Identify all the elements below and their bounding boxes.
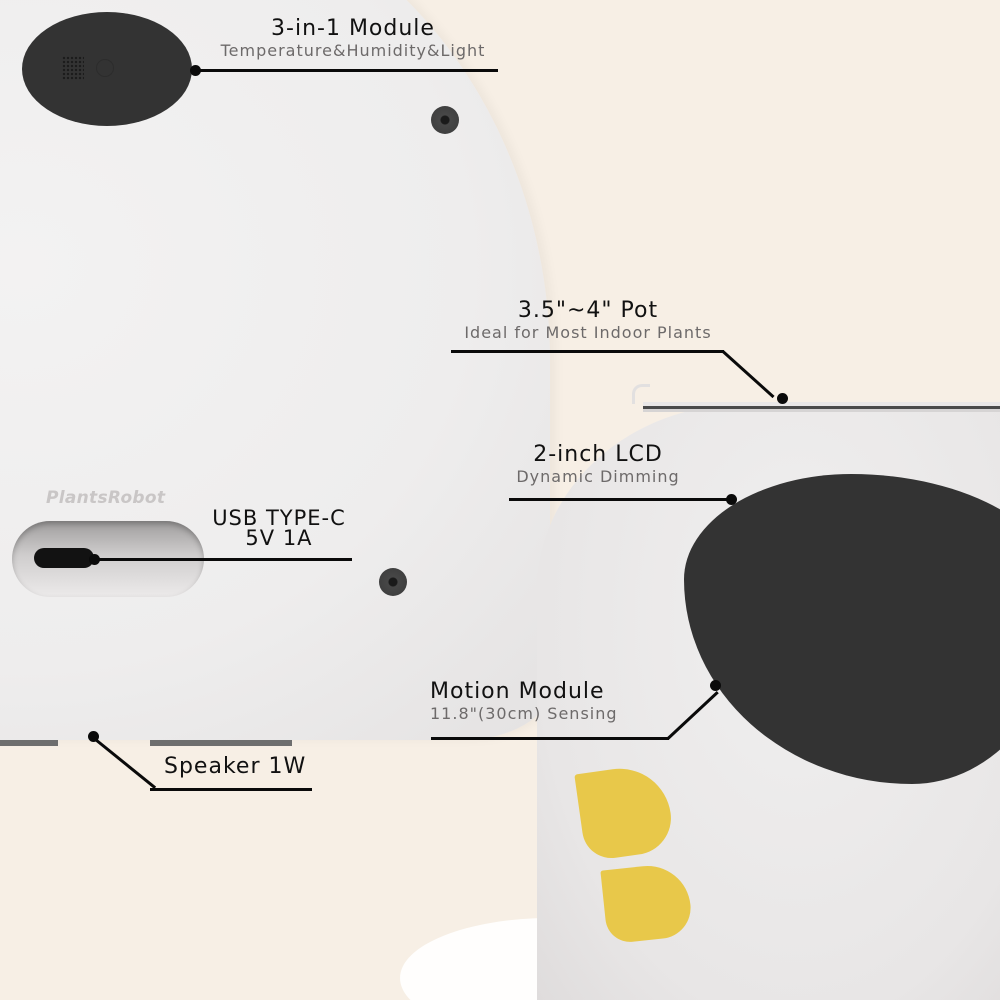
speaker-grill — [150, 740, 292, 746]
callout-line — [509, 498, 731, 501]
callout-lcd: 2-inch LCD Dynamic Dimming — [508, 442, 688, 486]
callout-line — [195, 69, 498, 72]
pot-hook — [632, 384, 650, 404]
screw-icon — [431, 106, 459, 134]
callout-title: Motion Module — [430, 679, 605, 704]
callout-subtitle: Ideal for Most Indoor Plants — [464, 323, 712, 342]
callout-subtitle: Dynamic Dimming — [516, 467, 680, 486]
speaker-grill — [0, 740, 58, 746]
usb-c-port-icon — [34, 548, 94, 568]
callout-title: USB TYPE-C — [212, 506, 346, 530]
callout-speaker: Speaker 1W — [164, 754, 314, 779]
callout-line — [150, 788, 312, 791]
callout-dot — [726, 494, 737, 505]
callout-sensor: 3-in-1 Module Temperature&Humidity&Light — [210, 16, 496, 60]
callout-title: Speaker 1W — [164, 754, 307, 779]
callout-title: 3-in-1 Module — [271, 16, 435, 41]
callout-dot — [777, 393, 788, 404]
callout-subtitle: 11.8"(30cm) Sensing — [430, 704, 618, 723]
screw-icon — [379, 568, 407, 596]
callout-line — [92, 736, 157, 790]
sensor-vent-icon — [62, 56, 84, 80]
pot-rim — [643, 402, 1000, 412]
callout-title: 2-inch LCD — [533, 442, 663, 467]
light-sensor-lens — [96, 59, 114, 77]
callout-title: 3.5"~4" Pot — [517, 298, 659, 323]
callout-subtitle: Temperature&Humidity&Light — [220, 41, 486, 60]
callout-line — [451, 350, 724, 353]
callout-dot — [710, 680, 721, 691]
callout-usb: USB TYPE-C 5V 1A — [206, 506, 352, 550]
callout-pot: 3.5"~4" Pot Ideal for Most Indoor Plants — [452, 298, 724, 342]
callout-line — [431, 737, 669, 740]
callout-subtitle: 5V 1A — [245, 526, 313, 550]
brand-logo: PlantsRobot — [46, 488, 166, 508]
callout-line — [721, 350, 775, 399]
callout-line — [94, 558, 352, 561]
callout-motion: Motion Module 11.8"(30cm) Sensing — [430, 679, 626, 723]
